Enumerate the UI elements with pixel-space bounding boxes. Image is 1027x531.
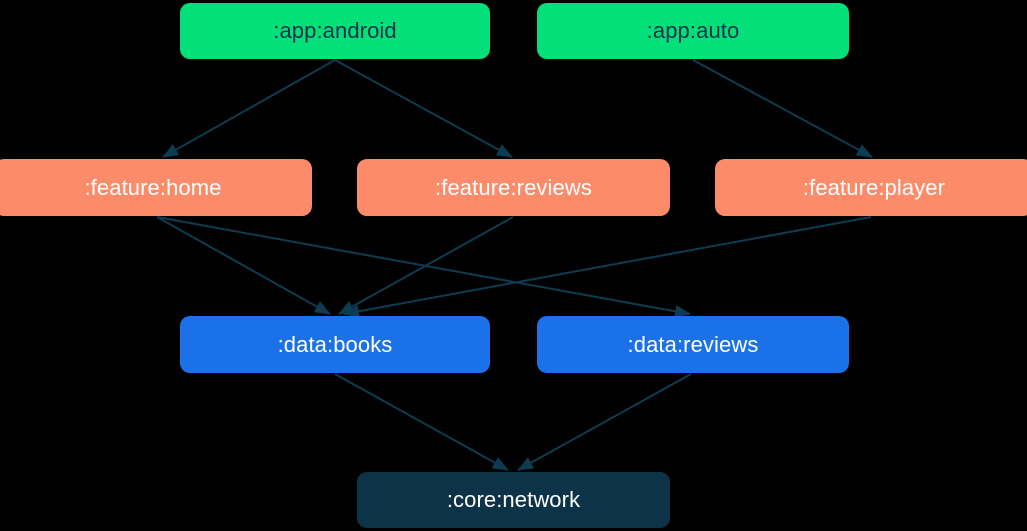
node-app-auto[interactable]: :app:auto [537, 3, 849, 59]
node-core-network[interactable]: :core:network [357, 472, 670, 528]
node-label: :feature:reviews [435, 174, 592, 200]
edge-data-books-to-core-network [334, 373, 509, 471]
node-data-books[interactable]: :data:books [180, 316, 490, 373]
edge-app-auto-to-feature-player [692, 59, 873, 158]
node-feature-reviews[interactable]: :feature:reviews [357, 159, 670, 216]
node-label: :app:android [273, 18, 397, 43]
node-label: :feature:home [84, 174, 222, 200]
node-label: :app:auto [646, 18, 740, 43]
node-label: :data:reviews [627, 331, 759, 357]
edges-group [156, 59, 873, 471]
node-feature-player[interactable]: :feature:player [715, 159, 1027, 216]
edge-feature-home-to-data-books [156, 216, 331, 315]
node-data-reviews[interactable]: :data:reviews [537, 316, 849, 373]
node-feature-home[interactable]: :feature:home [0, 159, 312, 216]
edge-feature-reviews-to-data-books [338, 216, 514, 315]
node-label: :data:books [277, 331, 393, 357]
edge-app-android-to-feature-home [162, 59, 336, 158]
node-label: :feature:player [802, 174, 946, 200]
edge-feature-home-to-data-reviews [156, 216, 691, 318]
edge-data-reviews-to-core-network [517, 373, 692, 471]
node-app-android[interactable]: :app:android [180, 3, 490, 59]
edge-app-android-to-feature-reviews [334, 59, 513, 158]
node-label: :core:network [446, 487, 581, 512]
edge-feature-player-to-data-books [343, 216, 872, 318]
